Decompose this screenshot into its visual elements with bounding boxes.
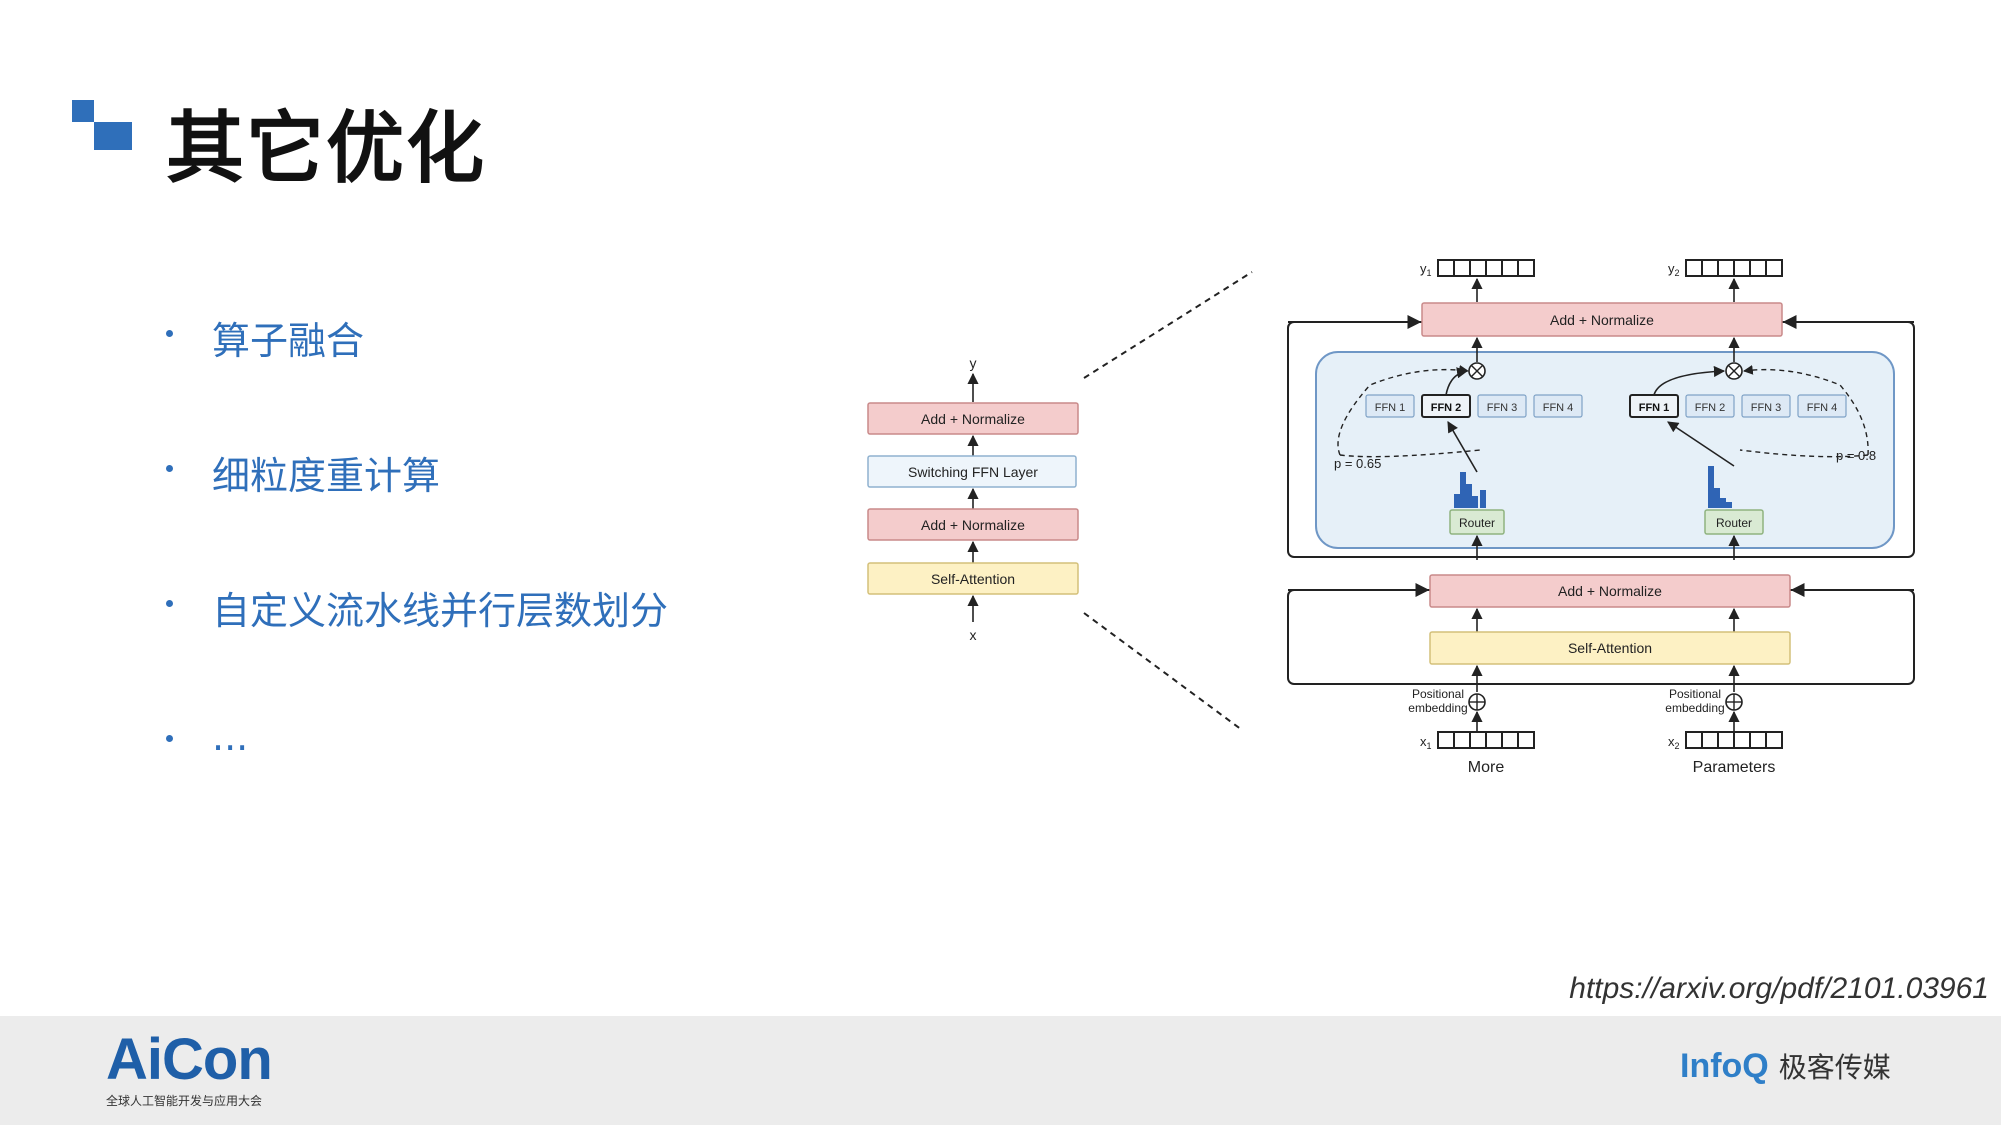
footer-bar [0,1016,2001,1125]
positional-embedding-label: embedding [1408,701,1467,715]
right-x2-label: x2 [1668,734,1680,751]
ffn-label: FFN 3 [1487,402,1518,414]
right-self-attention-label: Self-Attention [1568,640,1652,656]
bullet-text: 细粒度重计算 [212,454,441,498]
ffn-label: FFN 4 [1807,402,1838,414]
multiply-icon [1468,362,1486,380]
bullet-dot [166,465,173,472]
switching-ffn-box [1315,351,1895,549]
bullet-text: ... [212,715,249,759]
ffn-box-right-3 [1741,394,1791,418]
aicon-logo: AiCon 全球人工智能开发与应用大会 [106,1027,273,1109]
left-switching-ffn [867,455,1077,488]
ffn-box-left-1 [1365,394,1415,418]
infoq-logo: InfoQ 极客传媒 [1680,1046,1891,1086]
ffn-box-right-2 [1685,394,1735,418]
ffn-label: FFN 1 [1639,402,1670,414]
bullet-text: 算子融合 [212,319,365,363]
ffn-label: FFN 3 [1751,402,1782,414]
ffn-box-right-4 [1797,394,1847,418]
aicon-logo-text: AiCon [106,1027,273,1092]
ffn-label: FFN 2 [1431,402,1462,414]
router-right-label: Router [1716,516,1752,530]
switch-transformer-diagram: y Add + Normalize Switching FFN Layer Ad… [867,259,1915,776]
ffn-box-left-3 [1477,394,1527,418]
bullet-dot [166,735,173,742]
ffn-label: FFN 4 [1543,402,1574,414]
title-squares-icon [72,100,132,150]
positional-embedding-label: embedding [1665,701,1724,715]
slide-title: 其它优化 [166,104,487,194]
left-add-normalize-bottom-label: Add + Normalize [921,517,1025,533]
ffn-label: FFN 2 [1695,402,1726,414]
multiply-icon [1725,362,1743,380]
right-add-normalize-mid [1429,574,1791,608]
router-histogram-left [1454,472,1486,508]
right-y1-label: y1 [1420,261,1432,278]
left-add-normalize-bottom [867,508,1079,541]
left-add-normalize-top [867,402,1079,435]
p-right-label: p = 0.8 [1836,448,1876,463]
input-word-1: More [1468,759,1505,776]
add-icon [1725,693,1743,711]
bullet-text: 自定义流水线并行层数划分 [212,589,669,633]
router-left [1449,509,1505,535]
left-self-attention [867,562,1079,595]
left-switching-ffn-label: Switching FFN Layer [908,464,1038,480]
infoq-chinese-name: 极客传媒 [1778,1051,1891,1084]
y2-vector [1685,259,1783,277]
left-self-attention-label: Self-Attention [931,571,1015,587]
right-add-normalize-mid-label: Add + Normalize [1558,583,1662,599]
infoq-logo-text: InfoQ [1680,1047,1769,1085]
positional-embedding-label: Positional [1669,687,1721,701]
right-add-normalize-top [1421,302,1783,337]
aicon-subtitle: 全球人工智能开发与应用大会 [106,1094,263,1108]
source-link[interactable]: https://arxiv.org/pdf/2101.03961 [1569,972,1989,1005]
add-icon [1468,693,1486,711]
right-x1-label: x1 [1420,734,1432,751]
x1-vector [1437,731,1535,749]
p-left-label: p = 0.65 [1334,456,1381,471]
router-right [1704,509,1764,535]
positional-embedding-label: Positional [1412,687,1464,701]
bullet-dot [166,330,173,337]
ffn-box-left-4 [1533,394,1583,418]
right-self-attention [1429,631,1791,665]
left-y-label: y [970,355,977,371]
ffn-label: FFN 1 [1375,402,1406,414]
left-add-normalize-top-label: Add + Normalize [921,411,1025,427]
left-x-label: x [970,627,977,643]
right-add-normalize-top-label: Add + Normalize [1550,312,1654,328]
input-word-2: Parameters [1693,759,1776,776]
x2-vector [1685,731,1783,749]
right-y2-label: y2 [1668,261,1680,278]
y1-vector [1437,259,1535,277]
router-histogram-right [1708,466,1732,508]
router-left-label: Router [1459,516,1495,530]
bullet-dot [166,600,173,607]
